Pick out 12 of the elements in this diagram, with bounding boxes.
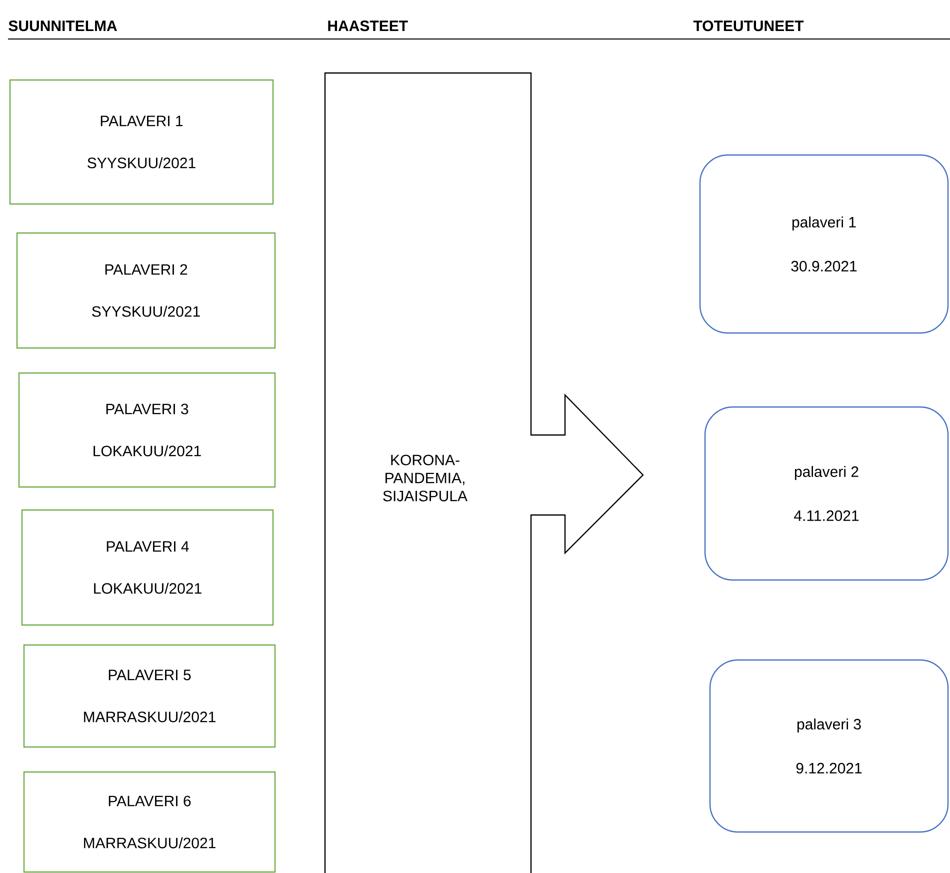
plan-box: PALAVERI 2 SYYSKUU/2021 [16,232,276,349]
plan-box: PALAVERI 3 LOKAKUU/2021 [18,372,276,488]
column-heading: SUUNNITELMA [8,20,117,32]
plan-box: PALAVERI 1 SYYSKUU/2021 [9,79,274,205]
meeting-box: palaveri 2 4.11.2021 [704,406,949,581]
column-heading: HAASTEET [328,20,408,32]
meeting-box: palaveri 3 9.12.2021 [709,659,949,833]
plan-box: PALAVERI 6 MARRASKUU/2021 [23,771,276,873]
plan-box: PALAVERI 4 LOKAKUU/2021 [21,509,274,626]
column-heading: TOTEUTUNEET [693,20,804,32]
meeting-box: palaveri 1 30.9.2021 [699,154,949,334]
plan-box: PALAVERI 5 MARRASKUU/2021 [23,644,276,748]
